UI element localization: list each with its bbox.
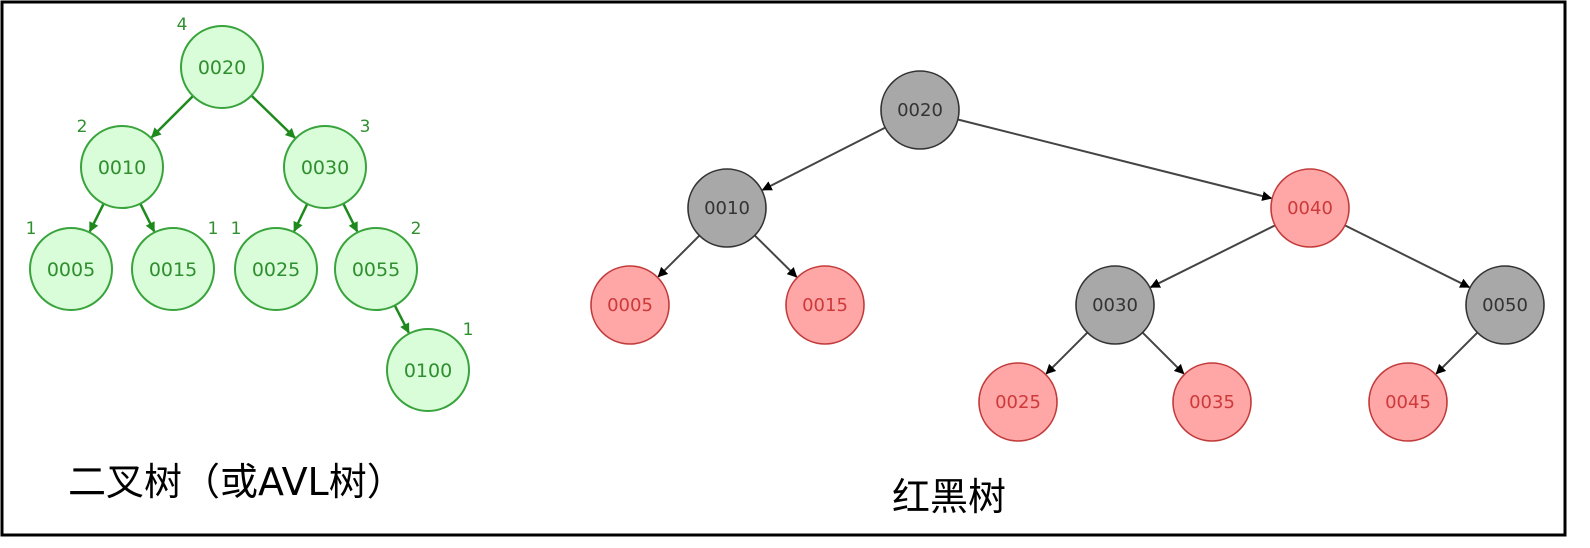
rb-edge xyxy=(754,234,798,278)
rb-node-circle xyxy=(1075,265,1155,345)
avl-node: 0020 4 xyxy=(177,15,264,109)
rb-node-circle xyxy=(1465,265,1545,345)
avl-node-height: 1 xyxy=(231,219,242,239)
rb-tree-edges xyxy=(657,118,1479,375)
rb-black-node: 0030 xyxy=(1075,265,1155,345)
rb-node-circle xyxy=(880,70,960,150)
rb-tree-caption: 红黑树 xyxy=(892,475,1006,519)
avl-edge xyxy=(88,203,105,233)
avl-node: 0025 1 xyxy=(231,219,318,311)
rb-edge xyxy=(1141,331,1185,375)
rb-black-node: 0010 xyxy=(687,168,767,248)
avl-node: 0030 3 xyxy=(283,117,371,209)
rb-node-label: 0010 xyxy=(704,198,750,219)
avl-node-circle xyxy=(386,328,470,412)
rb-node-label: 0020 xyxy=(897,100,943,121)
rb-node-label: 0005 xyxy=(607,295,653,316)
rb-node-label: 0045 xyxy=(1385,392,1431,413)
avl-edge xyxy=(393,304,410,334)
avl-node-label: 0100 xyxy=(404,360,452,382)
rb-node-label: 0025 xyxy=(995,392,1041,413)
avl-tree-edges xyxy=(88,94,410,334)
avl-node-label: 0020 xyxy=(198,57,246,79)
rb-node-circle xyxy=(978,362,1058,442)
avl-node-height: 1 xyxy=(208,219,219,239)
avl-edge xyxy=(150,95,194,139)
rb-black-node: 0020 xyxy=(880,70,960,150)
rb-node-label: 0030 xyxy=(1092,295,1138,316)
avl-node-height: 1 xyxy=(26,219,37,239)
avl-node-height: 4 xyxy=(177,15,188,35)
rb-node-circle xyxy=(1270,168,1350,248)
avl-node-label: 0025 xyxy=(252,259,300,281)
rb-node-circle xyxy=(1172,362,1252,442)
rb-node-circle xyxy=(687,168,767,248)
rb-red-node: 0005 xyxy=(590,265,670,345)
avl-node-label: 0030 xyxy=(301,157,349,179)
rb-node-label: 0015 xyxy=(802,295,848,316)
avl-node-circle xyxy=(180,25,264,109)
avl-edge xyxy=(342,203,359,233)
avl-tree-caption: 二叉树（或AVL树） xyxy=(68,460,405,504)
avl-tree-nodes: 0020 4 0010 2 0030 3 0005 1 0015 1 0025 1 0055 2 0100 1 xyxy=(26,15,474,412)
rb-tree-nodes: 0020 0010 0040 0005 0015 0030 0050 0025 0035 0045 xyxy=(590,70,1545,442)
avl-node-height: 3 xyxy=(360,117,371,137)
avl-node-label: 0005 xyxy=(47,259,95,281)
rb-edge xyxy=(1344,224,1471,289)
avl-node-circle xyxy=(80,125,164,209)
rb-edge xyxy=(761,126,886,191)
rb-edge xyxy=(1149,224,1276,289)
rb-edge xyxy=(957,118,1273,201)
rb-red-node: 0015 xyxy=(785,265,865,345)
avl-node-label: 0015 xyxy=(149,259,197,281)
avl-node: 0010 2 xyxy=(77,117,164,209)
rb-node-circle xyxy=(590,265,670,345)
rb-node-label: 0050 xyxy=(1482,295,1528,316)
rb-edge xyxy=(1045,331,1089,375)
avl-node-circle xyxy=(334,227,418,311)
rb-black-node: 0050 xyxy=(1465,265,1545,345)
avl-node: 0100 1 xyxy=(386,320,474,412)
rb-red-node: 0025 xyxy=(978,362,1058,442)
rb-edge xyxy=(1435,331,1479,375)
avl-node-label: 0010 xyxy=(98,157,146,179)
rb-node-label: 0035 xyxy=(1189,392,1235,413)
rb-red-node: 0045 xyxy=(1368,362,1448,442)
avl-node-height: 2 xyxy=(411,219,422,239)
avl-node-label: 0055 xyxy=(352,259,400,281)
avl-edge xyxy=(250,94,296,139)
avl-node-circle xyxy=(283,125,367,209)
avl-node: 0005 1 xyxy=(26,219,113,311)
avl-node-circle xyxy=(131,227,215,311)
rb-node-circle xyxy=(1368,362,1448,442)
avl-node-circle xyxy=(234,227,318,311)
rb-red-node: 0035 xyxy=(1172,362,1252,442)
rb-node-circle xyxy=(785,265,865,345)
avl-node-height: 1 xyxy=(463,320,474,340)
avl-node-height: 2 xyxy=(77,117,88,137)
rb-edge xyxy=(657,234,701,278)
avl-node-circle xyxy=(29,227,113,311)
avl-edge xyxy=(293,203,309,233)
rb-red-node: 0040 xyxy=(1270,168,1350,248)
avl-node: 0015 1 xyxy=(131,219,219,311)
rb-node-label: 0040 xyxy=(1287,198,1333,219)
avl-edge xyxy=(139,203,156,233)
avl-node: 0055 2 xyxy=(334,219,422,311)
